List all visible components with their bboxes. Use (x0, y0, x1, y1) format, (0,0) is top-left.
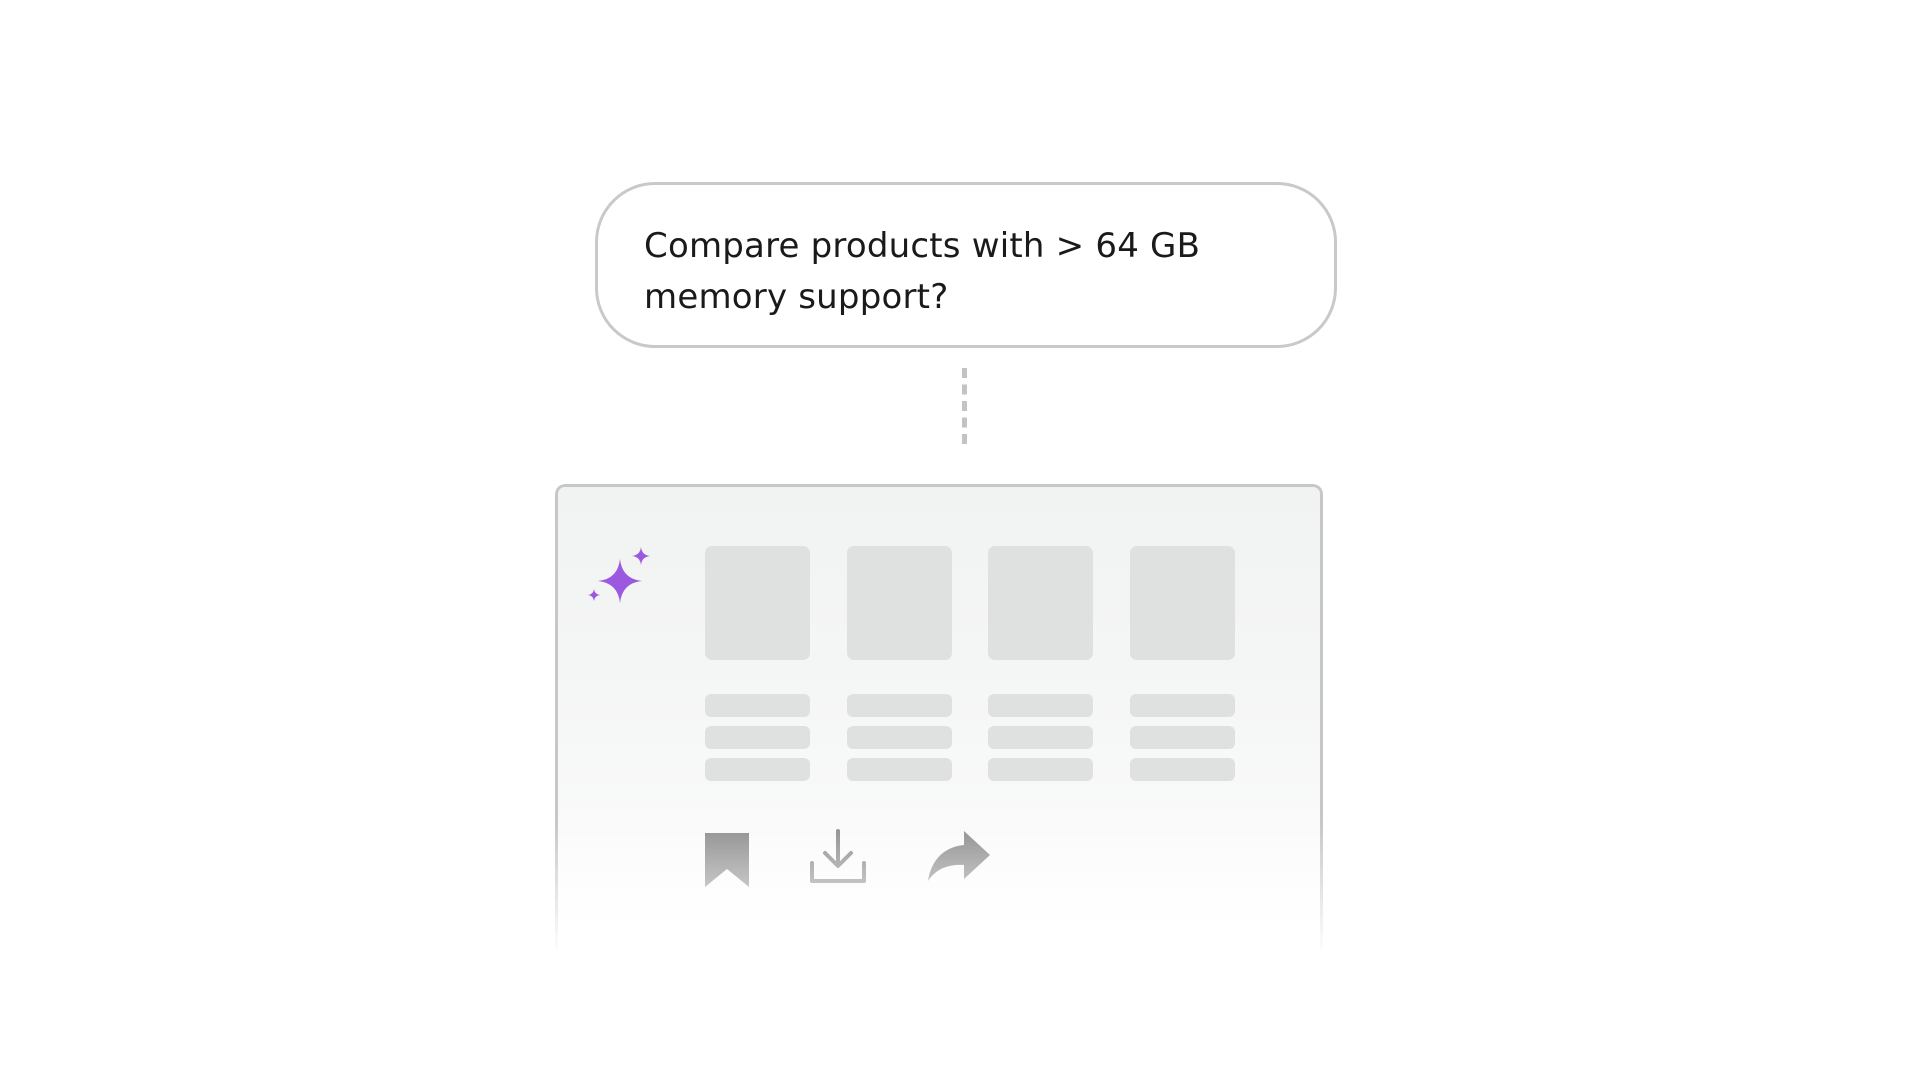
query-line-1: Compare products with > 64 GB (644, 226, 1201, 266)
query-text: Compare products with > 64 GB memory sup… (644, 221, 1288, 323)
spec-line (705, 758, 810, 781)
spec-line (1130, 758, 1235, 781)
product-image-placeholder (705, 546, 810, 660)
spec-line (988, 726, 1093, 749)
dashed-connector (962, 368, 967, 444)
query-line-2: memory support? (644, 277, 949, 317)
product-card-3[interactable] (988, 546, 1094, 781)
spec-line (988, 694, 1093, 717)
spec-line (1130, 694, 1235, 717)
spec-line (988, 758, 1093, 781)
query-bubble: Compare products with > 64 GB memory sup… (595, 182, 1337, 348)
product-image-placeholder (1130, 546, 1235, 660)
spec-line (847, 694, 952, 717)
share-icon[interactable] (928, 831, 990, 881)
spec-line (847, 758, 952, 781)
product-image-placeholder (847, 546, 952, 660)
product-image-placeholder (988, 546, 1093, 660)
download-icon[interactable] (808, 827, 868, 887)
bookmark-icon[interactable] (705, 833, 749, 887)
sparkle-icon (588, 547, 650, 603)
product-card-1[interactable] (705, 546, 811, 781)
spec-line (705, 726, 810, 749)
product-card-2[interactable] (847, 546, 953, 781)
spec-line (705, 694, 810, 717)
spec-line (1130, 726, 1235, 749)
spec-line (847, 726, 952, 749)
result-card (555, 484, 1323, 954)
product-card-4[interactable] (1130, 546, 1236, 781)
